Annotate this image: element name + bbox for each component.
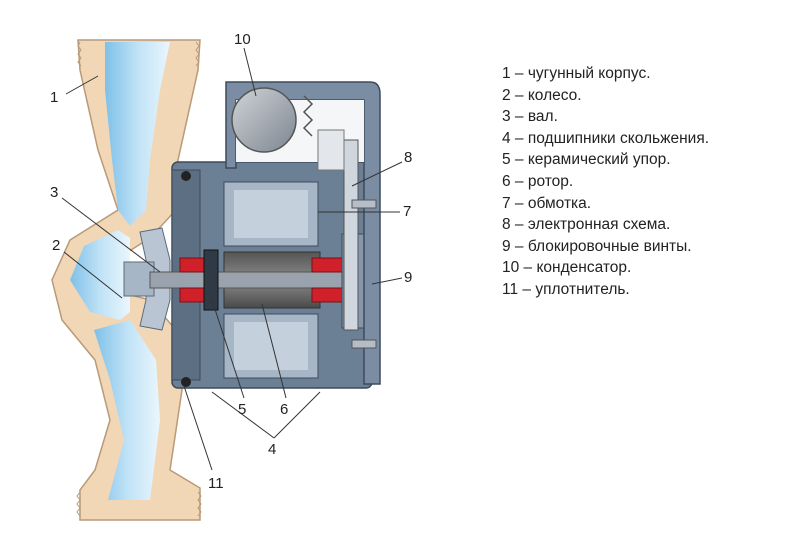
leader-5	[211, 299, 245, 399]
legend-item-3: 3 – вал.	[502, 108, 558, 126]
callout-numbers: 1 2 3 4 5 6 7 8 9 10 11	[50, 31, 412, 492]
leader-9	[371, 277, 403, 285]
electronic-board	[343, 139, 359, 331]
callout-8: 8	[404, 149, 412, 166]
leader-4b	[273, 391, 321, 439]
legend-item-9: 9 – блокировочные винты.	[502, 237, 692, 255]
legend-list: 1 – чугунный корпус. 2 – колесо. 3 – вал…	[502, 63, 709, 301]
o-ring-bottom	[181, 377, 191, 387]
callout-6: 6	[280, 401, 288, 418]
shaft	[149, 271, 367, 289]
terminal-box	[225, 81, 381, 385]
legend-item-2: 2 – колесо.	[502, 86, 582, 104]
locking-screw-top	[351, 199, 377, 209]
water-volute	[70, 230, 130, 320]
legend-item-6: 6 – ротор.	[502, 172, 574, 190]
leader-lines	[61, 47, 403, 471]
leader-1	[65, 75, 99, 95]
impeller-hub	[123, 261, 155, 297]
legend-item-11: 11 – уплотнитель.	[502, 280, 630, 298]
thread-top	[77, 41, 200, 67]
leader-8	[351, 161, 403, 187]
callout-10: 10	[234, 31, 251, 48]
legend-item-5: 5 – керамический упор.	[502, 151, 671, 169]
legend-item-4: 4 – подшипники скольжения.	[502, 129, 710, 147]
callout-5: 5	[238, 401, 246, 418]
leader-2	[63, 251, 123, 299]
leader-4a	[211, 391, 275, 439]
callout-4: 4	[268, 441, 276, 458]
leader-6	[261, 303, 287, 399]
water-outlet-bottom	[94, 320, 160, 500]
legend-item-7: 7 – обмотка.	[502, 194, 592, 212]
winding-lower-inner	[234, 322, 308, 370]
locking-screw-bottom	[351, 339, 377, 349]
leader-10	[243, 47, 257, 97]
water-channel	[70, 42, 170, 500]
winding-upper-inner	[234, 190, 308, 238]
electronic-chip	[317, 129, 345, 171]
callout-11: 11	[208, 475, 224, 492]
legend-item-10: 10 – конденсатор.	[502, 259, 632, 277]
callout-3: 3	[50, 184, 58, 201]
callout-7: 7	[403, 203, 411, 220]
legend-item-1: 1 – чугунный корпус.	[502, 65, 651, 82]
water-inlet-top	[105, 42, 170, 226]
callout-1: 1	[50, 89, 58, 106]
ceramic-stop	[203, 249, 219, 311]
callout-9: 9	[404, 269, 412, 286]
o-ring-top	[181, 171, 191, 181]
leader-3	[61, 197, 161, 273]
bearing-right-top	[311, 257, 343, 273]
callout-2: 2	[52, 237, 60, 254]
thread-bottom	[76, 491, 202, 517]
legend-item-8: 8 – электронная схема.	[502, 216, 671, 234]
leader-11	[183, 385, 213, 471]
capacitor	[231, 87, 297, 153]
bearing-right-bottom	[311, 287, 343, 303]
connector-spring	[302, 95, 314, 137]
